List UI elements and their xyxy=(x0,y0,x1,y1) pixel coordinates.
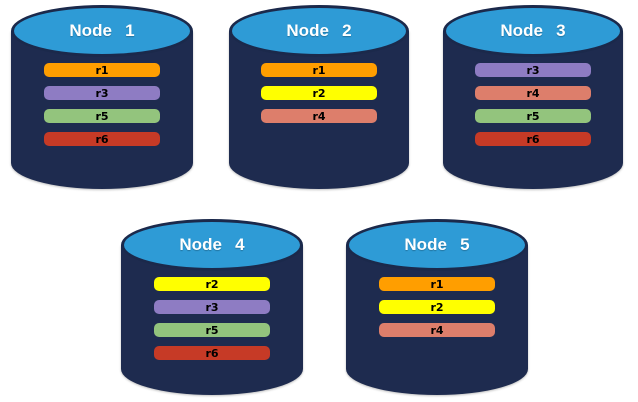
node-cylinder-1: Node 1 r1 r3 r5 r6 xyxy=(11,5,193,189)
replica-label: r1 xyxy=(430,277,444,291)
replica-bar: r2 xyxy=(379,300,495,314)
node-cylinder-2: Node 2 r1 r2 r4 xyxy=(229,5,409,189)
replica-list: r2 r3 r5 r6 xyxy=(121,277,303,360)
replica-bar: r3 xyxy=(44,86,160,100)
replica-bar: r5 xyxy=(475,109,591,123)
replica-bar: r5 xyxy=(44,109,160,123)
node-cylinder-5: Node 5 r1 r2 r4 xyxy=(346,219,528,395)
replica-label: r5 xyxy=(526,109,540,123)
replica-bar: r6 xyxy=(475,132,591,146)
replica-bar: r6 xyxy=(154,346,270,360)
replica-label: r6 xyxy=(205,346,219,360)
cylinder-top: Node 3 xyxy=(443,5,623,57)
node-cylinder-4: Node 4 r2 r3 r5 r6 xyxy=(121,219,303,395)
node-label: Node 5 xyxy=(404,235,470,254)
replica-label: r1 xyxy=(95,63,109,77)
node-cylinder-3: Node 3 r3 r4 r5 r6 xyxy=(443,5,623,189)
replica-label: r6 xyxy=(95,132,109,146)
replica-label: r4 xyxy=(312,109,326,123)
replica-list: r3 r4 r5 r6 xyxy=(443,63,623,146)
replica-bar: r4 xyxy=(261,109,377,123)
node-label: Node 2 xyxy=(286,21,352,40)
replica-label: r3 xyxy=(526,63,540,77)
replica-label: r6 xyxy=(526,132,540,146)
replica-label: r3 xyxy=(205,300,219,314)
replica-list: r1 r3 r5 r6 xyxy=(11,63,193,146)
replica-list: r1 r2 r4 xyxy=(229,63,409,123)
cylinder-top: Node 2 xyxy=(229,5,409,57)
node-label: Node 1 xyxy=(69,21,135,40)
replica-label: r2 xyxy=(430,300,444,314)
node-label: Node 4 xyxy=(179,235,245,254)
replica-bar: r2 xyxy=(154,277,270,291)
cylinder-top: Node 5 xyxy=(346,219,528,271)
replica-label: r1 xyxy=(312,63,326,77)
cylinder-top: Node 1 xyxy=(11,5,193,57)
replica-bar: r1 xyxy=(379,277,495,291)
replica-bar: r1 xyxy=(261,63,377,77)
replica-label: r5 xyxy=(205,323,219,337)
replica-bar: r4 xyxy=(475,86,591,100)
replica-label: r5 xyxy=(95,109,109,123)
node-label: Node 3 xyxy=(500,21,566,40)
replica-label: r3 xyxy=(95,86,109,100)
replica-bar: r3 xyxy=(475,63,591,77)
replica-label: r2 xyxy=(312,86,326,100)
replica-bar: r3 xyxy=(154,300,270,314)
replica-label: r4 xyxy=(430,323,444,337)
replica-bar: r6 xyxy=(44,132,160,146)
replica-bar: r2 xyxy=(261,86,377,100)
replica-label: r4 xyxy=(526,86,540,100)
replica-bar: r1 xyxy=(44,63,160,77)
replica-list: r1 r2 r4 xyxy=(346,277,528,337)
replica-bar: r5 xyxy=(154,323,270,337)
replica-label: r2 xyxy=(205,277,219,291)
replica-bar: r4 xyxy=(379,323,495,337)
cylinder-top: Node 4 xyxy=(121,219,303,271)
